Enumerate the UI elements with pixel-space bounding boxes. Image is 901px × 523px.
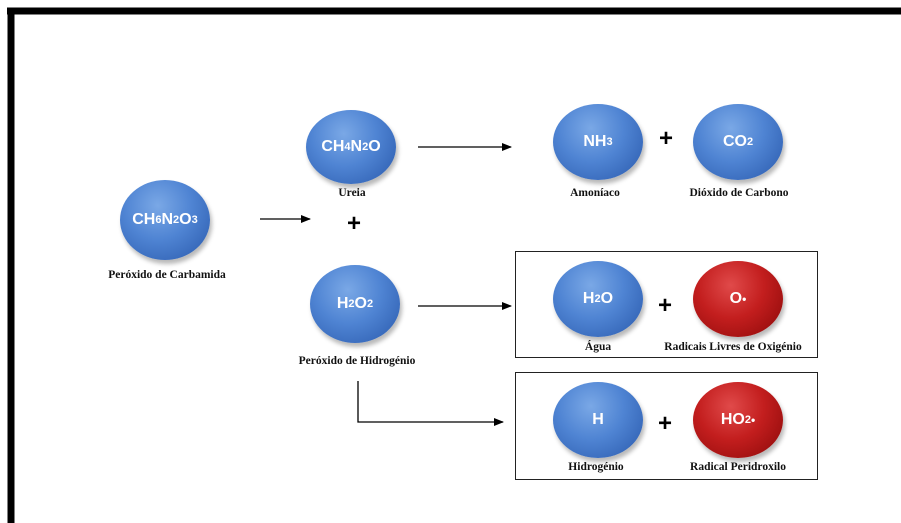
plus-sign-water-radical: +: [657, 292, 673, 319]
plus-sign-urea-peroxide: +: [346, 210, 362, 237]
formula-main: CH: [132, 211, 156, 228]
hydrogen-molecule: H: [553, 382, 643, 458]
formula-main: O: [600, 290, 614, 307]
formula-main: HO: [720, 411, 745, 428]
perhydroxyl-radical-label: Radical Peridroxilo: [690, 461, 786, 473]
formula-main: O: [368, 138, 381, 155]
formula-main: H: [582, 290, 595, 307]
urea-label: Ureia: [338, 187, 366, 199]
formula-main: CO: [722, 133, 747, 150]
formula-main: O: [179, 211, 192, 228]
formula-main: N: [350, 138, 363, 155]
oxygen-radical-molecule: O•: [693, 261, 783, 337]
plus-sign-ammonia-co2: +: [658, 125, 674, 152]
box-hydrogen-perhydroxyl: [515, 372, 818, 480]
hydrogen-label: Hidrogénio: [568, 461, 624, 473]
plus-sign-hydrogen-radical: +: [657, 410, 673, 437]
formula-main: H: [592, 411, 604, 428]
hydrogen-peroxide-label: Peróxido de Hidrogénio: [298, 355, 416, 367]
oxygen-radical-label: Radicais Livres de Oxigénio: [664, 341, 802, 353]
formula-main: O: [729, 290, 743, 307]
box-water-oxygen-radical: [515, 251, 818, 358]
formula-main: N: [161, 211, 174, 228]
formula-main: CH: [321, 138, 345, 155]
formula-main: H: [336, 295, 349, 312]
carbon-dioxide-label: Dióxido de Carbono: [689, 187, 789, 199]
formula-main: O: [354, 295, 367, 312]
ammonia-label: Amoníaco: [570, 187, 620, 199]
arrow-peroxide-to-hydrogen: [357, 381, 504, 426]
water-label: Água: [584, 341, 612, 353]
carbamide-peroxide-label: Peróxido de Carbamida: [108, 269, 226, 281]
formula-main: NH: [583, 133, 607, 150]
